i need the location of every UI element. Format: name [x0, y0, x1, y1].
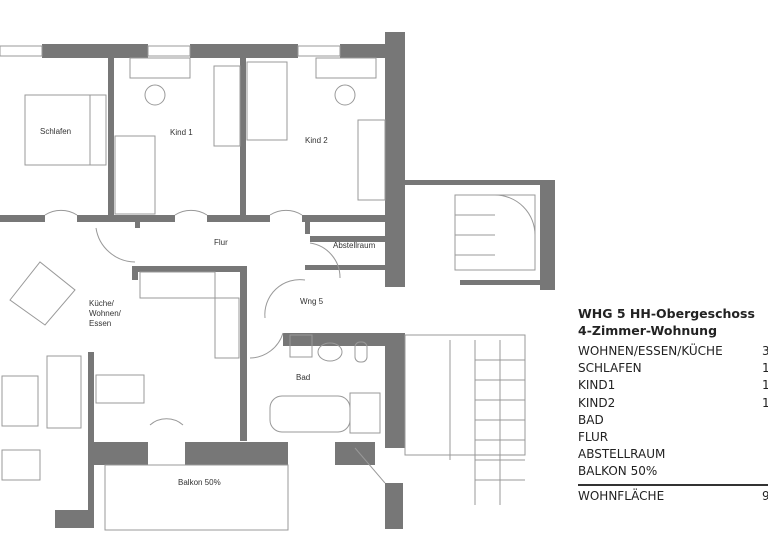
room-label-kueche-1: Küche/ [89, 299, 115, 308]
room-label-kueche-3: Essen [89, 319, 111, 328]
legend-row-name: SCHLAFEN [578, 361, 642, 376]
legend-row: BALKON 50% [578, 463, 768, 480]
room-label-kind2: Kind 2 [305, 136, 328, 145]
room-label-flur: Flur [214, 238, 228, 247]
legend-total-row: WOHNFLÄCHE 9 [578, 488, 768, 505]
legend-row: KIND1 1 [578, 377, 768, 394]
legend-row: FLUR [578, 429, 768, 446]
room-label-abstellraum: Abstellraum [333, 241, 376, 250]
legend-row: SCHLAFEN 1 [578, 360, 768, 377]
legend-row-value: 1 [762, 378, 768, 393]
room-label-kueche-2: Wohnen/ [89, 309, 122, 318]
legend-title: WHG 5 HH-Obergeschoss [578, 306, 755, 321]
room-label-balkon: Balkon 50% [178, 478, 221, 487]
legend-row: WOHNEN/ESSEN/KÜCHE 3 [578, 343, 768, 360]
legend-row-value: 1 [762, 361, 768, 376]
legend-row-name: KIND2 [578, 395, 616, 410]
legend-total-name: WOHNFLÄCHE [578, 488, 665, 503]
legend-row: KIND2 1 [578, 395, 768, 412]
legend-row: ABSTELLRAUM [578, 446, 768, 463]
legend-row-name: WOHNEN/ESSEN/KÜCHE [578, 344, 723, 358]
legend-row-name: BALKON 50% [578, 464, 658, 479]
room-label-wohnung: Wng 5 [300, 297, 324, 306]
legend-subtitle: 4-Zimmer-Wohnung [578, 323, 718, 338]
legend-total-value: 9 [762, 488, 768, 503]
walls [0, 32, 555, 529]
room-label-kind1: Kind 1 [170, 128, 193, 137]
legend-row-name: BAD [578, 412, 604, 427]
legend-row-name: FLUR [578, 430, 609, 445]
room-label-schlafen: Schlafen [40, 127, 71, 136]
area-legend: WHG 5 HH-Obergeschoss 4-Zimmer-Wohnung W… [578, 306, 768, 505]
room-label-bad: Bad [296, 373, 310, 382]
legend-row: BAD [578, 412, 768, 429]
legend-row-value: 3 [762, 344, 768, 358]
legend-row-name: KIND1 [578, 378, 616, 393]
room-labels: Schlafen Kind 1 Kind 2 Flur Abstellraum … [40, 127, 376, 487]
windows-and-furniture [0, 45, 536, 531]
legend-row-value: 1 [762, 395, 768, 410]
legend-row-name: ABSTELLRAUM [578, 447, 666, 462]
legend-divider [578, 483, 768, 486]
